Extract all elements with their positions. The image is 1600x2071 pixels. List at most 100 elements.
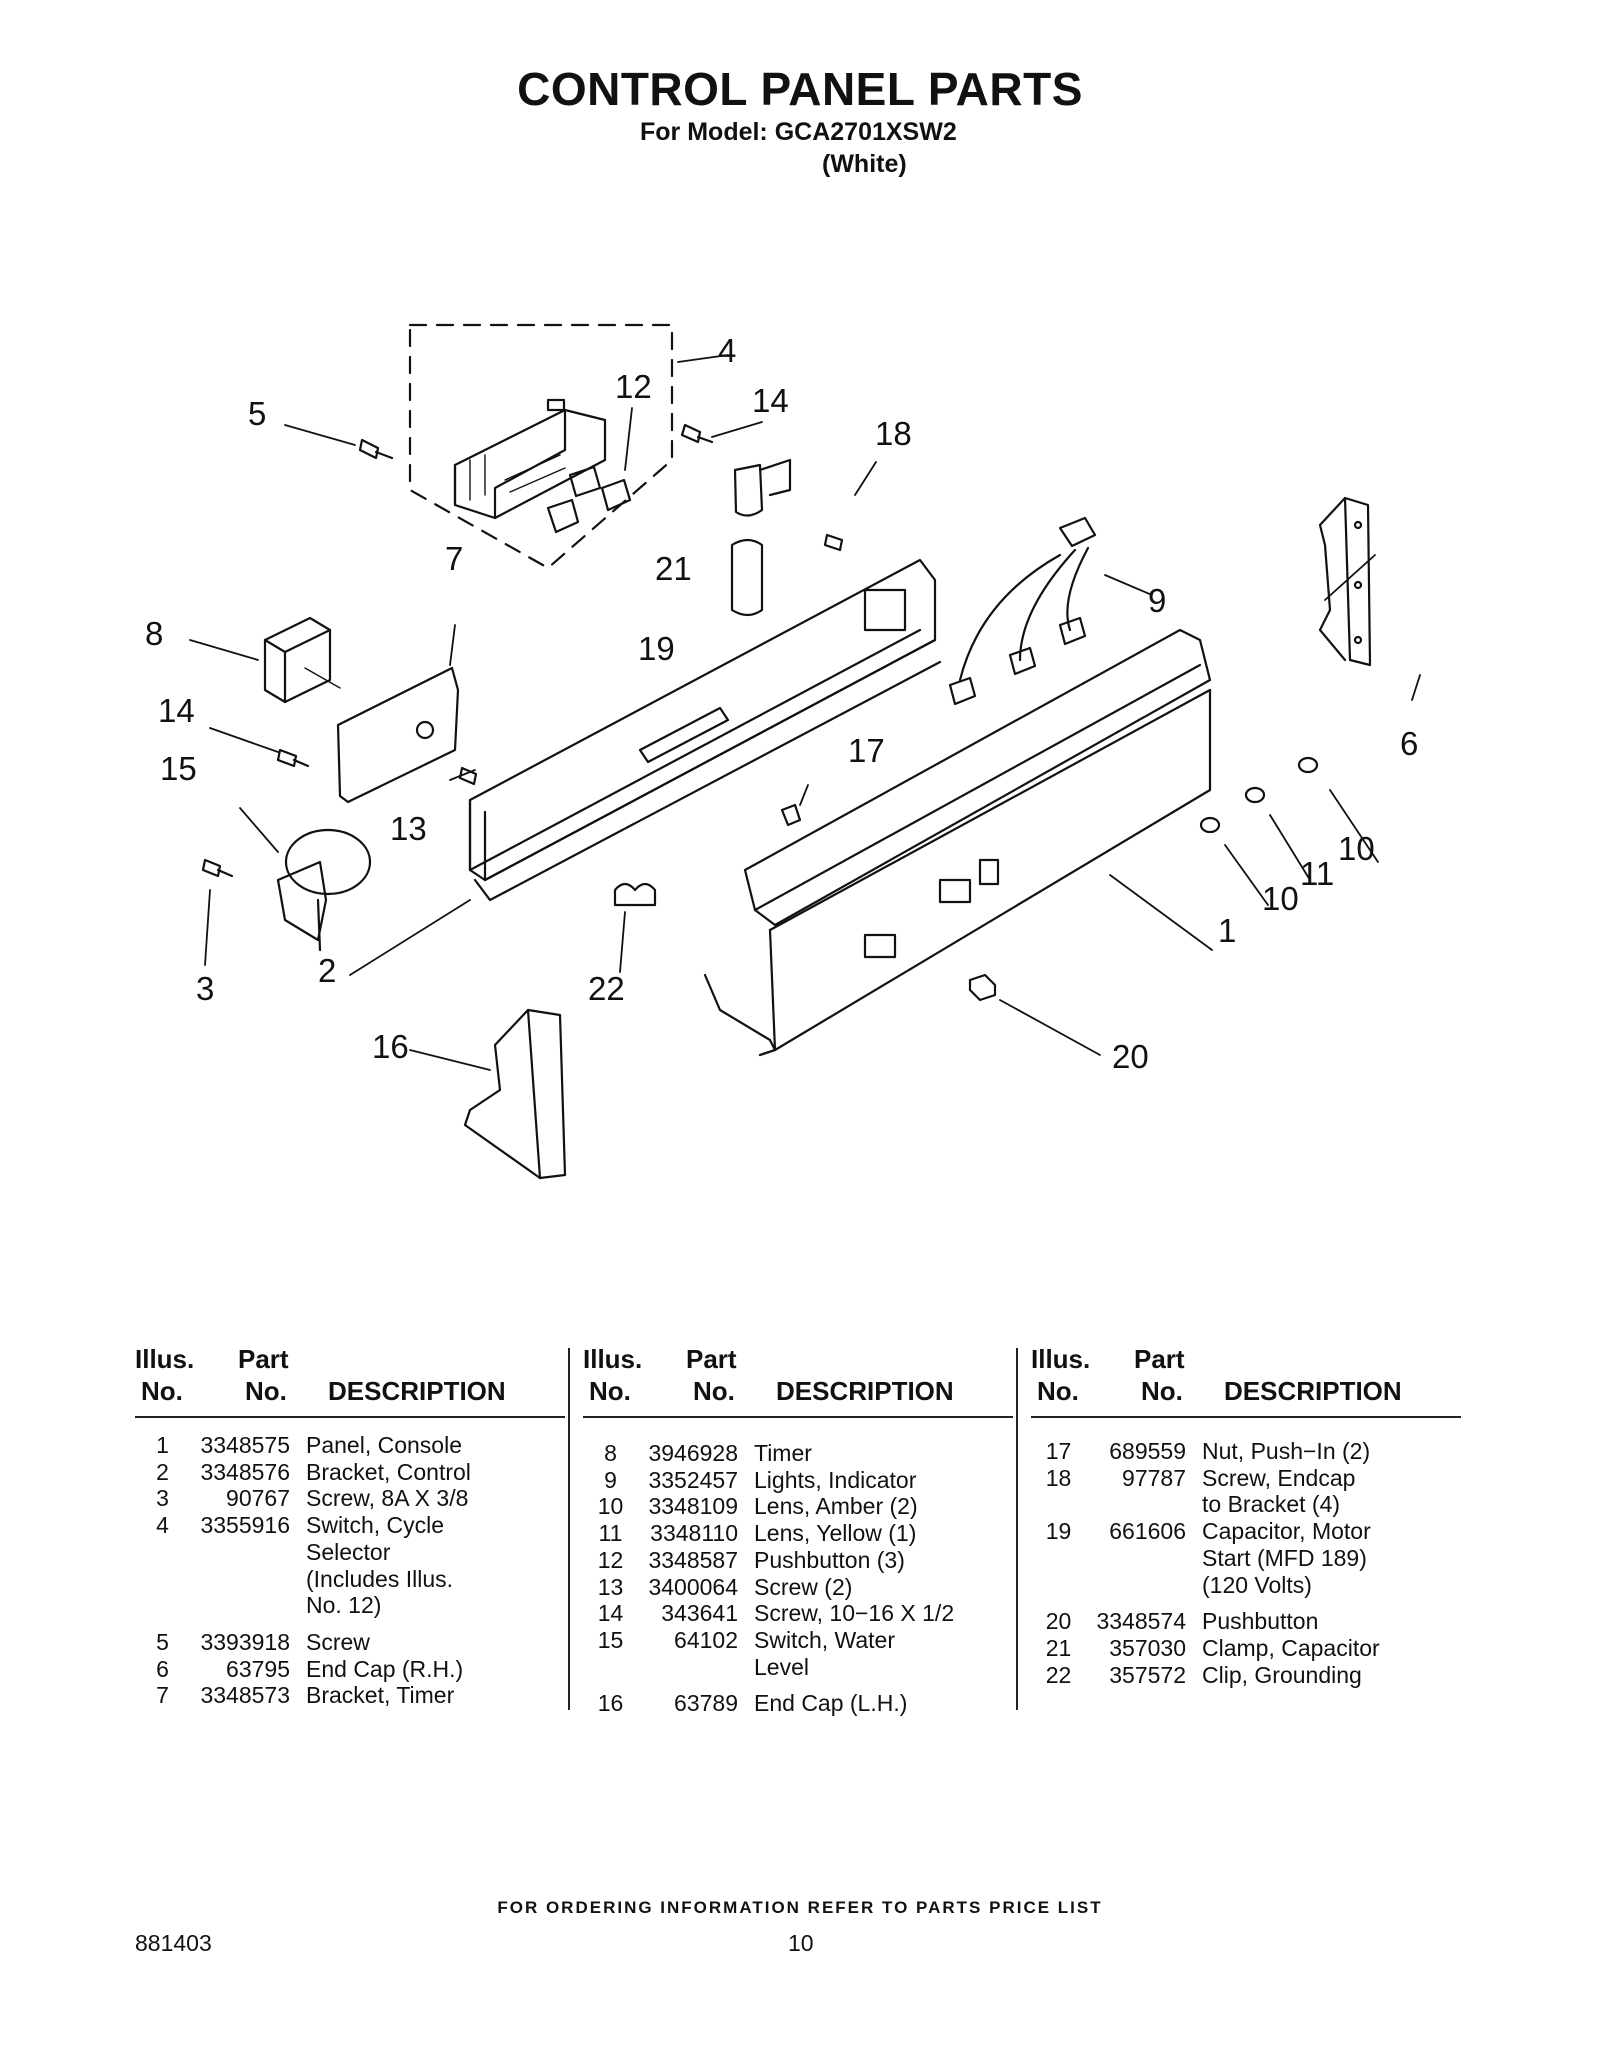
- part-description: Screw: [306, 1628, 370, 1655]
- callout-6: 6: [1400, 725, 1418, 762]
- illus-no: 4: [156, 1512, 169, 1539]
- row-gap: [135, 1619, 565, 1629]
- part-description: Selector: [306, 1538, 391, 1565]
- row-gap: [583, 1680, 1013, 1690]
- illus-no: 18: [1045, 1464, 1072, 1491]
- screws: [201, 423, 844, 878]
- illus-no: 12: [597, 1546, 624, 1573]
- console-panel: [703, 628, 1212, 1057]
- illus-no: 10: [597, 1493, 624, 1520]
- part-description: Timer: [754, 1440, 812, 1466]
- part-description: Nut, Push−In (2): [1202, 1438, 1371, 1464]
- part-no: 3352457: [648, 1466, 738, 1493]
- part-row-continued: (120 Volts): [1031, 1572, 1461, 1599]
- illus-no: [1031, 1545, 1086, 1572]
- part-description: to Bracket (4): [1202, 1491, 1341, 1518]
- part-no: [190, 1566, 306, 1593]
- header-description: DESCRIPTION: [776, 1376, 954, 1406]
- timer: [263, 616, 341, 704]
- callout-4: 4: [718, 332, 736, 369]
- part-row-continued: to Bracket (4): [1031, 1491, 1461, 1518]
- illus-no: [1031, 1572, 1086, 1599]
- part-no: 3348573: [200, 1682, 290, 1709]
- part-description: Bracket, Control: [306, 1458, 471, 1485]
- illus-no: 6: [156, 1655, 169, 1682]
- illus-no: 19: [1045, 1518, 1072, 1545]
- part-description: Bracket, Timer: [306, 1682, 455, 1709]
- part-description: Lights, Indicator: [754, 1466, 917, 1493]
- part-description: Level: [754, 1653, 809, 1680]
- part-description: Clip, Grounding: [1202, 1661, 1362, 1688]
- part-no: 3400064: [648, 1573, 738, 1600]
- header-illus: Illus.: [583, 1344, 643, 1374]
- push-in-nut: [780, 803, 802, 827]
- callout-12: 12: [615, 368, 652, 405]
- header-no: No.: [589, 1376, 631, 1406]
- model-line: For Model: GCA2701XSW2: [640, 118, 957, 146]
- part-description: Screw, 8A X 3/8: [306, 1485, 469, 1512]
- callout-13: 13: [390, 810, 427, 847]
- illus-no: 2: [156, 1458, 169, 1485]
- leader-lines: [189, 354, 1421, 1071]
- part-description: Lens, Amber (2): [754, 1493, 918, 1520]
- part-no: 63795: [226, 1655, 290, 1682]
- header-part-no: No.: [1141, 1376, 1183, 1406]
- part-description: Screw, 10−16 X 1/2: [754, 1600, 955, 1627]
- illus-no: 8: [604, 1440, 617, 1466]
- ordering-note: FOR ORDERING INFORMATION REFER TO PARTS …: [497, 1898, 1103, 1917]
- part-row-continued: (Includes Illus.: [135, 1566, 565, 1593]
- part-no: 661606: [1109, 1518, 1186, 1545]
- part-no: 3348110: [650, 1520, 738, 1547]
- callout-16: 16: [372, 1028, 409, 1065]
- part-no: [190, 1592, 306, 1619]
- illus-no: 20: [1045, 1608, 1072, 1635]
- timer-bracket: [336, 666, 460, 804]
- part-description: Capacitor, Motor: [1202, 1518, 1371, 1545]
- part-description: End Cap (R.H.): [306, 1655, 464, 1682]
- end-cap-right: [1318, 496, 1372, 667]
- callout-14: 14: [752, 382, 789, 419]
- illus-no: 22: [1045, 1661, 1072, 1688]
- illus-no: 9: [604, 1466, 617, 1493]
- part-description: Pushbutton (3): [754, 1546, 905, 1573]
- page-title: CONTROL PANEL PARTS: [517, 63, 1083, 115]
- callout-17: 17: [848, 732, 885, 769]
- part-description: Panel, Console: [306, 1432, 462, 1458]
- model-color: (White): [822, 150, 907, 178]
- row-gap: [1031, 1598, 1461, 1608]
- column-header: Illus. No. Part No. DESCRIPTION: [135, 1344, 565, 1418]
- callout-5: 5: [248, 395, 266, 432]
- callout-18: 18: [875, 415, 912, 452]
- part-row: 9 3352457 Lights, Indicator: [583, 1467, 1013, 1494]
- callout-15: 15: [160, 750, 197, 787]
- callout-2: 2: [318, 952, 336, 989]
- column-header: Illus. No. Part No. DESCRIPTION: [583, 1344, 1013, 1418]
- part-no: 343641: [661, 1600, 738, 1627]
- part-no: 3348576: [200, 1458, 290, 1485]
- part-description: (120 Volts): [1202, 1571, 1312, 1598]
- illus-no: 3: [156, 1485, 169, 1512]
- part-no: 3355916: [200, 1512, 290, 1539]
- part-description: Lens, Yellow (1): [754, 1520, 917, 1547]
- part-description: End Cap (L.H.): [754, 1690, 908, 1717]
- part-description: Switch, Water: [754, 1626, 896, 1653]
- part-no: [638, 1654, 754, 1681]
- illus-no: 5: [156, 1628, 169, 1655]
- callout-9: 9: [1148, 582, 1166, 619]
- part-no: [1086, 1572, 1202, 1599]
- header-part: Part: [686, 1344, 737, 1374]
